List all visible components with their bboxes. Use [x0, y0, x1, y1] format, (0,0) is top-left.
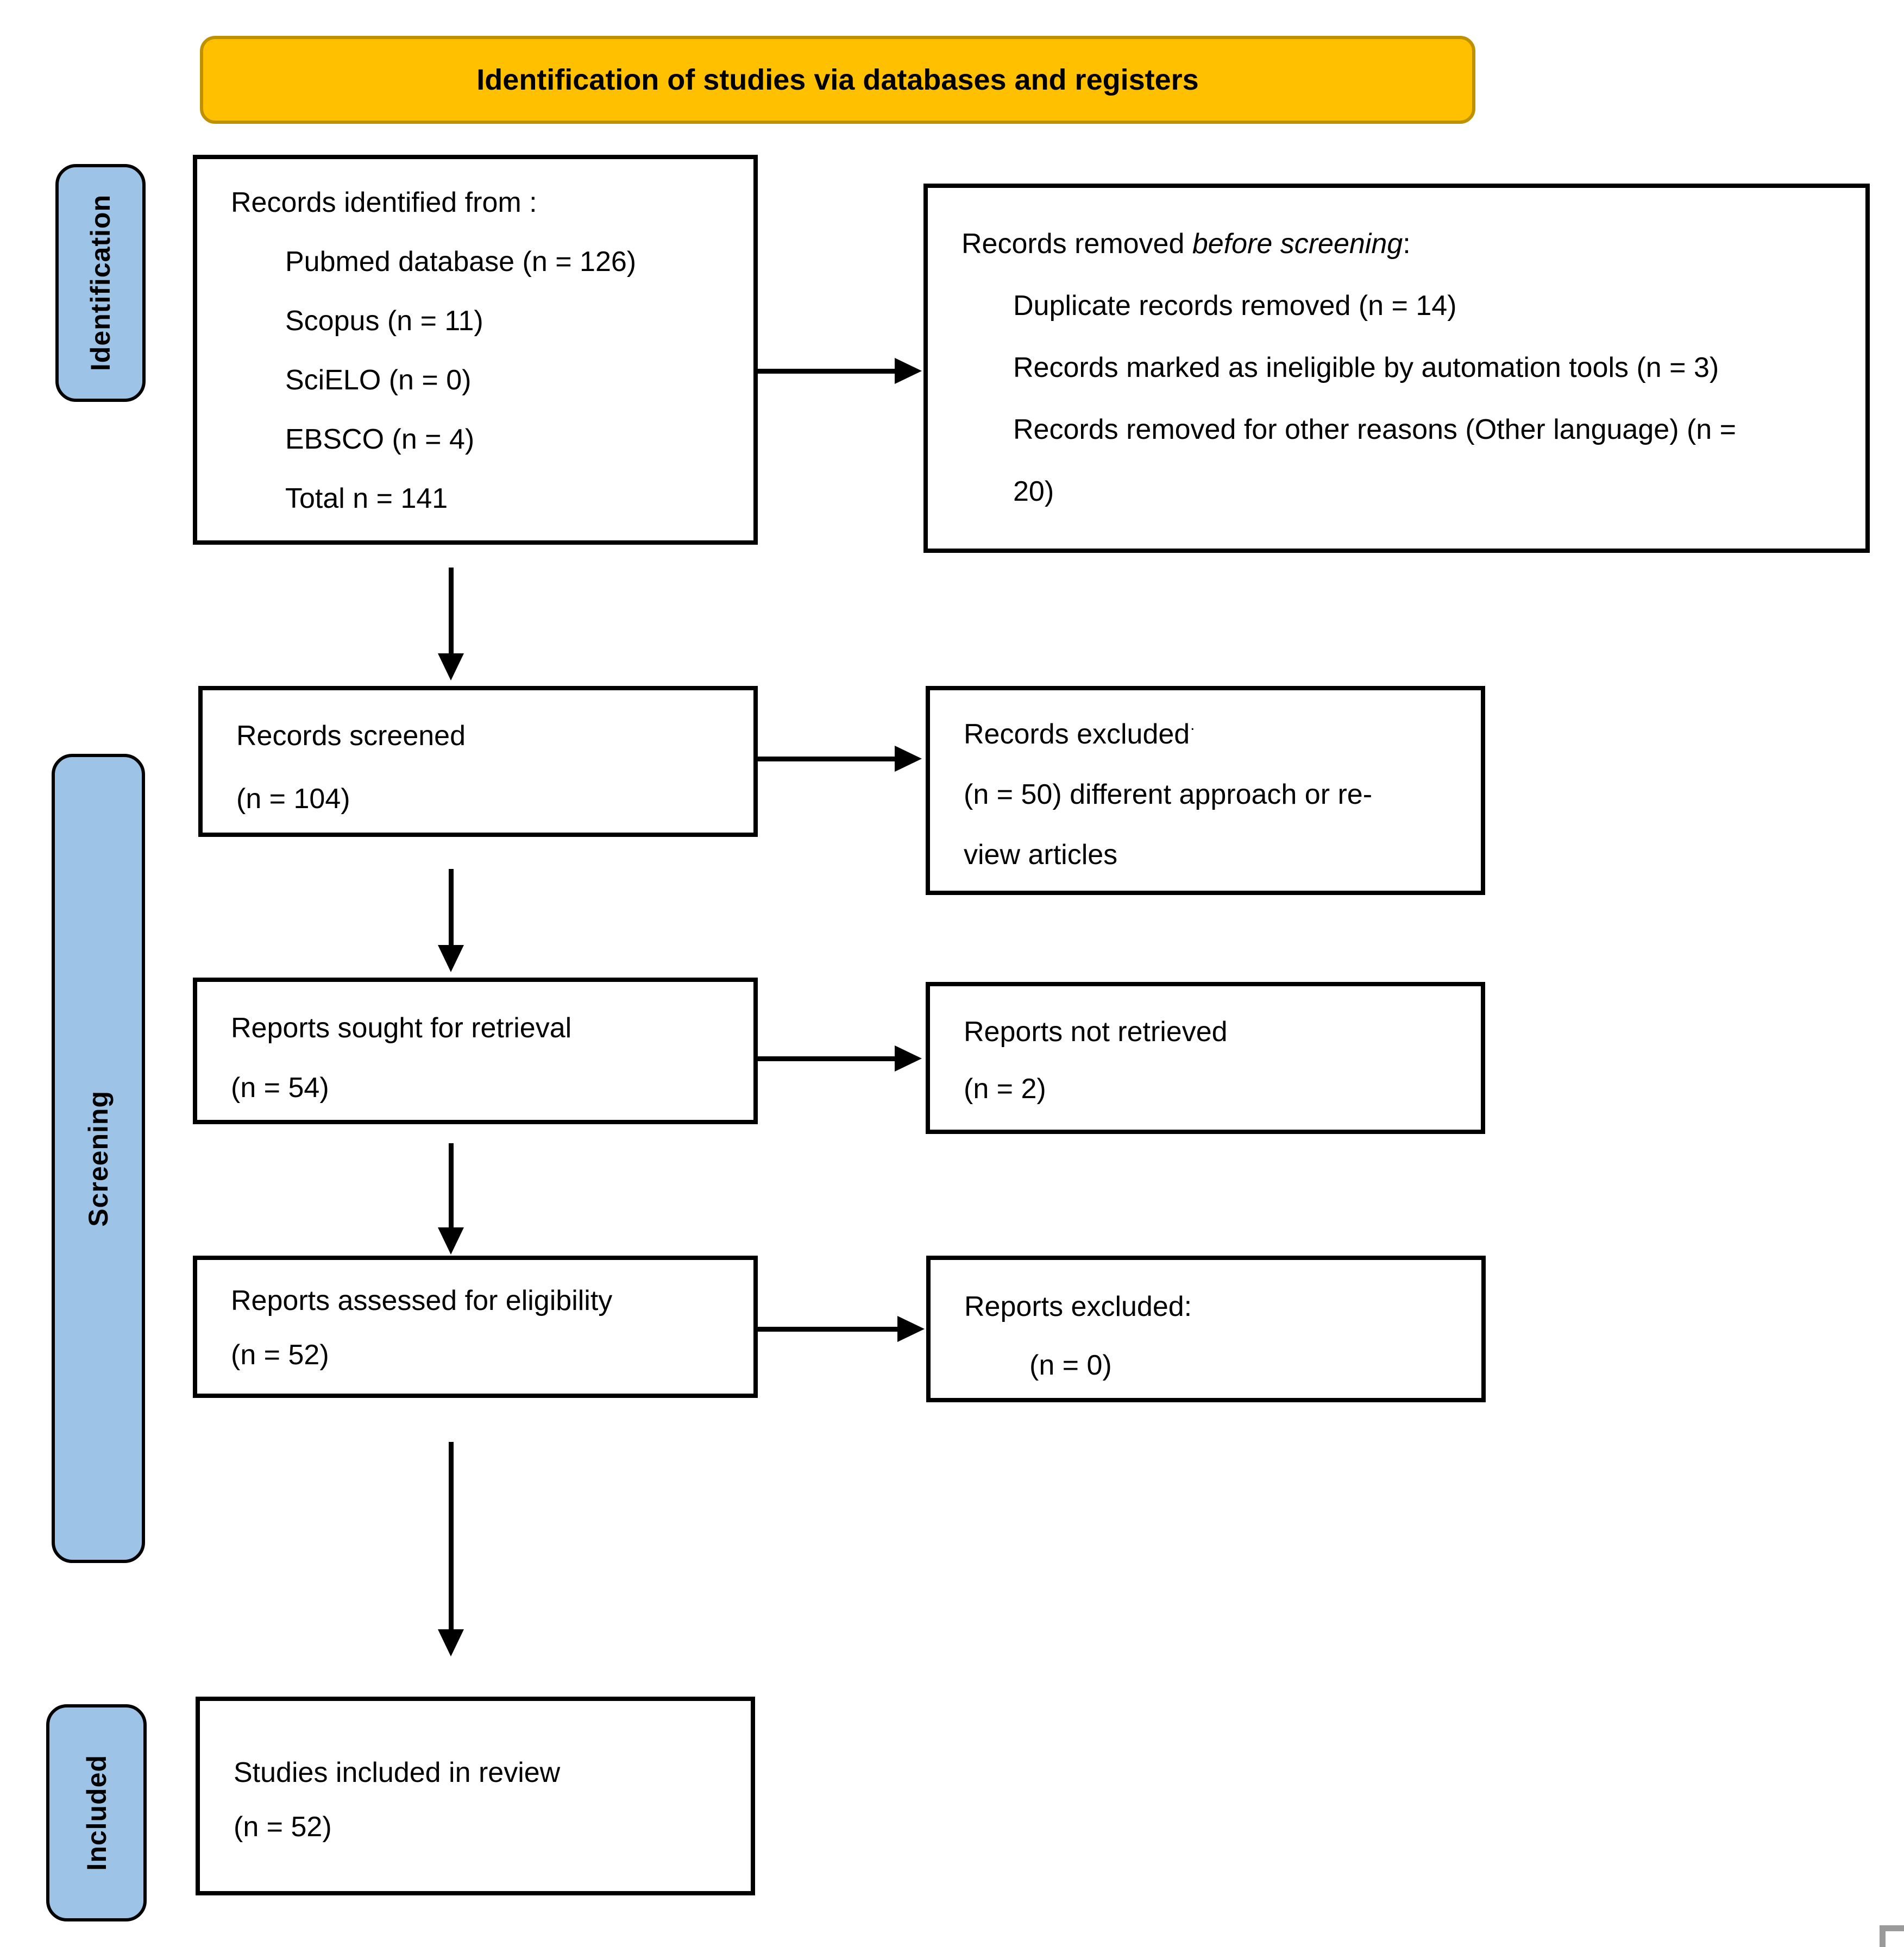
arrow-identified-to-removed-line — [758, 369, 895, 374]
box-records-identified: Records identified from : Pubmed databas… — [193, 155, 758, 545]
records-removed-title-prefix: Records removed — [962, 228, 1192, 260]
box-reports-assessed: Reports assessed for eligibility (n = 52… — [193, 1256, 758, 1398]
records-screened-count: (n = 104) — [236, 783, 350, 815]
records-excluded-reason-wrap: view articles — [964, 839, 1118, 871]
stage-label-identification-text: Identification — [85, 194, 116, 371]
stage-label-screening: Screening — [52, 754, 145, 1563]
stage-label-identification: Identification — [55, 164, 146, 402]
diagram-title: Identification of studies via databases … — [476, 64, 1199, 96]
records-identified-item: Scopus (n = 11) — [285, 305, 483, 337]
records-identified-title: Records identified from : — [231, 187, 537, 218]
records-identified-item: Total n = 141 — [285, 483, 448, 514]
reports-excluded-line: Reports excluded: — [964, 1291, 1192, 1322]
records-identified-item: SciELO (n = 0) — [285, 364, 472, 396]
box-reports-excluded: Reports excluded: (n = 0) — [926, 1256, 1486, 1402]
studies-included-line: Studies included in review — [234, 1757, 561, 1788]
arrow-sought-to-assessed-line — [449, 1143, 454, 1227]
arrow-identified-to-screened-line — [449, 568, 454, 653]
stage-label-included: Included — [46, 1704, 147, 1921]
box-reports-sought: Reports sought for retrieval (n = 54) — [193, 978, 758, 1124]
records-identified-item: EBSCO (n = 4) — [285, 424, 475, 455]
records-excluded-reason-line: (n = 50) different approach or re- — [964, 779, 1373, 810]
arrow-screened-to-excluded-line — [758, 757, 895, 761]
records-screened-line: Records screened — [236, 720, 466, 752]
page-corner-artifact — [1880, 1925, 1886, 1947]
arrow-assessed-to-excluded-line — [758, 1327, 897, 1332]
records-excluded-line: Records excluded· — [964, 704, 1459, 765]
arrow-sought-to-not-retrieved-head-icon — [895, 1045, 922, 1072]
reports-not-retrieved-line: Reports not retrieved — [964, 1016, 1228, 1048]
arrow-sought-to-not-retrieved-line — [758, 1056, 895, 1061]
box-studies-included: Studies included in review (n = 52) — [196, 1697, 755, 1895]
records-identified-item: Pubmed database (n = 126) — [285, 246, 637, 278]
arrow-assessed-to-excluded-head-icon — [897, 1316, 925, 1342]
box-records-removed: Records removed before screening: Duplic… — [923, 184, 1870, 553]
reports-sought-count: (n = 54) — [231, 1072, 329, 1104]
arrow-identified-to-screened-head-icon — [438, 653, 464, 680]
arrow-sought-to-assessed-head-icon — [438, 1227, 464, 1255]
records-removed-title-italic: before screening — [1192, 228, 1403, 260]
arrow-screened-to-sought-line — [449, 869, 454, 945]
page-corner-artifact — [1880, 1925, 1904, 1931]
arrow-screened-to-excluded-head-icon — [895, 746, 922, 772]
studies-included-count: (n = 52) — [234, 1811, 332, 1843]
records-removed-title-suffix: : — [1403, 228, 1411, 260]
reports-assessed-count: (n = 52) — [231, 1339, 329, 1371]
box-reports-not-retrieved: Reports not retrieved (n = 2) — [926, 982, 1485, 1134]
arrow-assessed-to-included-head-icon — [438, 1629, 464, 1656]
reports-excluded-count: (n = 0) — [1029, 1350, 1112, 1381]
box-records-screened: Records screened (n = 104) — [198, 686, 758, 837]
records-removed-item: Duplicate records removed (n = 14) — [1013, 290, 1457, 322]
stage-label-screening-text: Screening — [83, 1090, 114, 1227]
arrow-screened-to-sought-head-icon — [438, 945, 464, 972]
records-excluded-text: Records excluded — [964, 719, 1190, 750]
records-excluded-superscript-mark: · — [1190, 719, 1196, 738]
arrow-assessed-to-included-line — [449, 1442, 454, 1629]
arrow-identified-to-removed-head-icon — [895, 358, 922, 384]
reports-not-retrieved-count: (n = 2) — [964, 1073, 1046, 1105]
box-records-excluded: Records excluded· (n = 50) different app… — [926, 686, 1485, 895]
reports-assessed-line: Reports assessed for eligibility — [231, 1285, 613, 1316]
diagram-title-banner: Identification of studies via databases … — [200, 36, 1475, 124]
records-removed-item-wrap: 20) — [1013, 476, 1054, 507]
records-removed-item: Records removed for other reasons (Other… — [1013, 414, 1737, 445]
reports-sought-line: Reports sought for retrieval — [231, 1012, 572, 1044]
records-removed-item: Records marked as ineligible by automati… — [1013, 352, 1719, 383]
stage-label-included-text: Included — [81, 1755, 112, 1871]
records-removed-title: Records removed before screening: — [962, 213, 1844, 275]
